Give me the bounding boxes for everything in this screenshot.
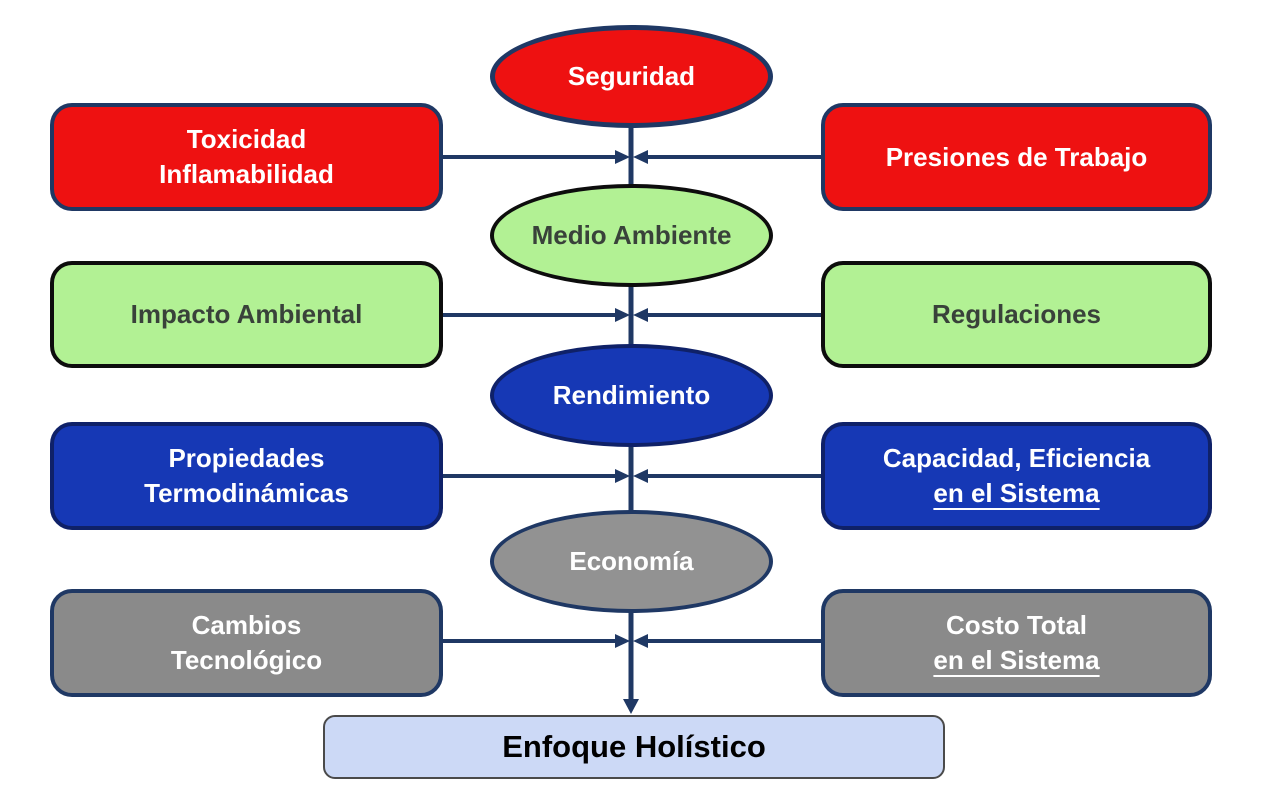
row1-left-arrowhead-icon bbox=[615, 150, 630, 164]
node-propiedades-line1: Propiedades bbox=[168, 443, 325, 473]
node-capacidad-line1: Capacidad, Eficiencia bbox=[882, 443, 1151, 473]
node-costo-total: Costo Total en el Sistema bbox=[821, 589, 1212, 697]
node-costo-line2: en el Sistema bbox=[933, 645, 1100, 675]
row4-left-arrowhead-icon bbox=[615, 634, 630, 648]
row3-left-arrowhead-icon bbox=[615, 469, 630, 483]
node-costo-line1: Costo Total bbox=[945, 610, 1088, 640]
node-cambios-line1: Cambios bbox=[191, 610, 302, 640]
node-seguridad-label: Seguridad bbox=[567, 61, 696, 91]
node-enfoque-holistico: Enfoque Holístico bbox=[323, 715, 945, 779]
node-capacidad-eficiencia: Capacidad, Eficiencia en el Sistema bbox=[821, 422, 1212, 530]
row4-right-arrowhead-icon bbox=[633, 634, 648, 648]
node-capacidad-line2: en el Sistema bbox=[933, 478, 1100, 508]
row2-left-arrowhead-icon bbox=[615, 308, 630, 322]
row3-right-arrowhead-icon bbox=[633, 469, 648, 483]
node-presiones-label: Presiones de Trabajo bbox=[885, 141, 1148, 172]
node-impacto-ambiental: Impacto Ambiental bbox=[50, 261, 443, 368]
node-enfoque-holistico-label: Enfoque Holístico bbox=[502, 729, 766, 764]
row1-right-arrowhead-icon bbox=[633, 150, 648, 164]
node-rendimiento: Rendimiento bbox=[490, 344, 773, 447]
row2-right-arrowhead-icon bbox=[633, 308, 648, 322]
node-toxicidad-line1: Toxicidad bbox=[186, 124, 307, 154]
node-propiedades-termodinamicas: Propiedades Termodinámicas bbox=[50, 422, 443, 530]
node-economia: Economía bbox=[490, 510, 773, 613]
spine-arrowhead-icon bbox=[623, 699, 639, 714]
node-medio-ambiente-label: Medio Ambiente bbox=[531, 220, 732, 250]
node-propiedades-line2: Termodinámicas bbox=[144, 478, 349, 508]
node-seguridad: Seguridad bbox=[490, 25, 773, 128]
node-rendimiento-label: Rendimiento bbox=[552, 380, 711, 410]
node-economia-label: Economía bbox=[569, 546, 694, 576]
node-cambios-tecnologico: Cambios Tecnológico bbox=[50, 589, 443, 697]
node-cambios-line2: Tecnológico bbox=[170, 645, 323, 675]
node-presiones-de-trabajo: Presiones de Trabajo bbox=[821, 103, 1212, 211]
node-regulaciones: Regulaciones bbox=[821, 261, 1212, 368]
node-regulaciones-label: Regulaciones bbox=[931, 299, 1102, 329]
node-toxicidad-line2: Inflamabilidad bbox=[159, 159, 334, 189]
node-impacto-ambiental-label: Impacto Ambiental bbox=[130, 299, 363, 329]
node-medio-ambiente: Medio Ambiente bbox=[490, 184, 773, 287]
node-toxicidad-inflamabilidad: Toxicidad Inflamabilidad bbox=[50, 103, 443, 211]
